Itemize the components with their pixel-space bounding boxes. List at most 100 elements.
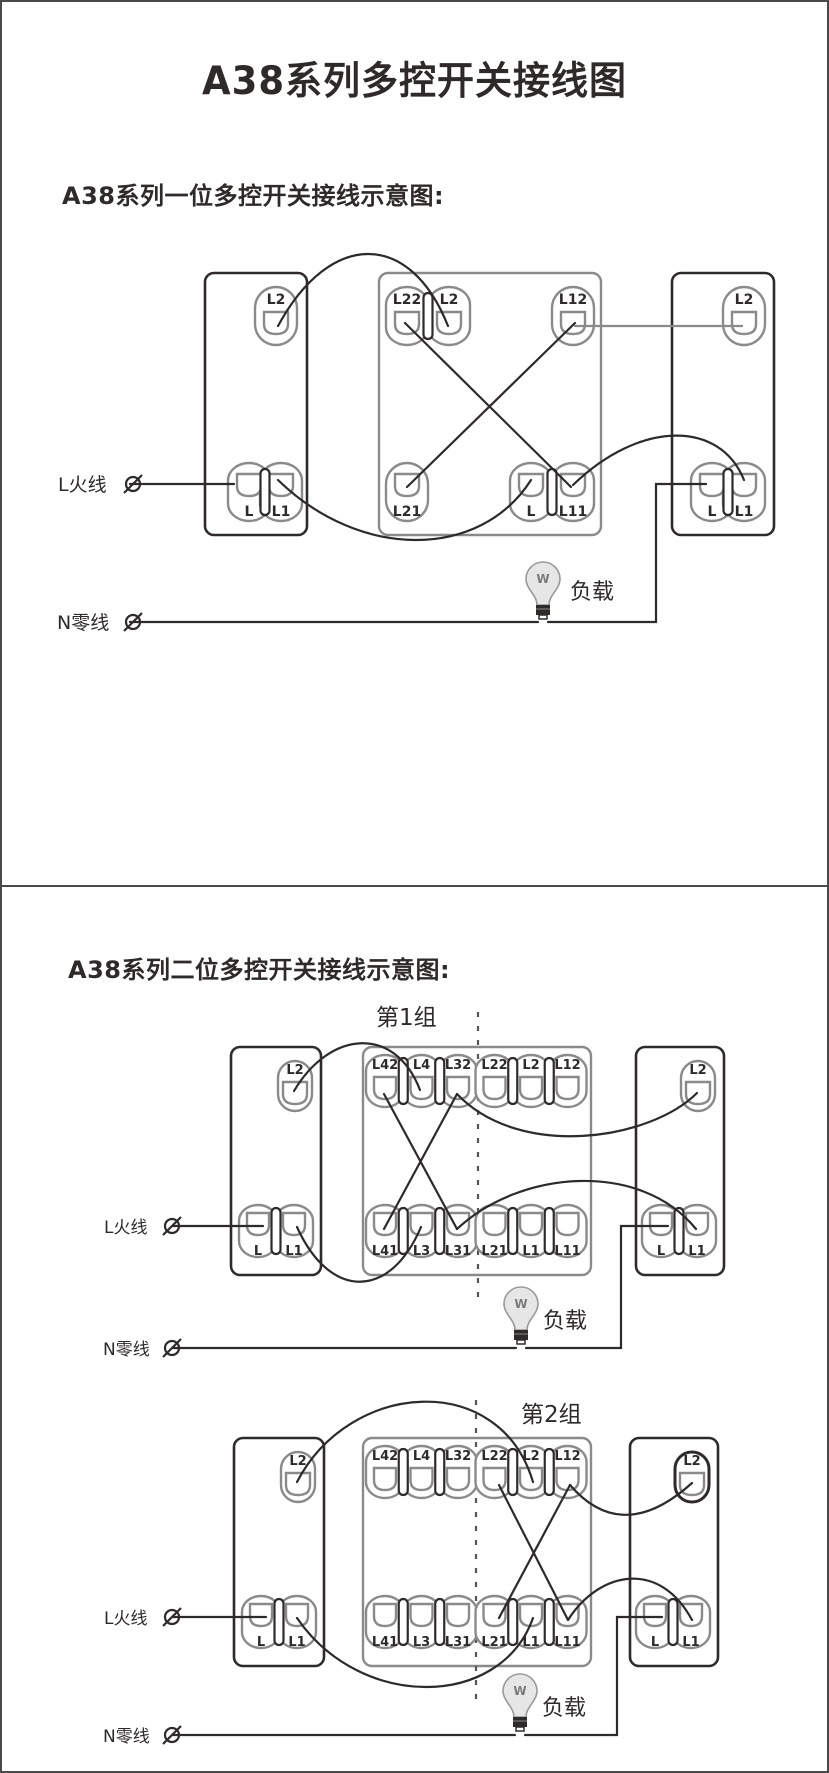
bulb-base xyxy=(536,605,550,615)
terminal-symbol-icon xyxy=(163,1217,181,1235)
wire xyxy=(382,1092,459,1231)
light-bulb-icon: W xyxy=(525,561,561,620)
terminal-label: L41 xyxy=(372,1244,398,1259)
bridge-bar xyxy=(397,1597,409,1647)
section-2-subtitle: A38系列二位多控开关接线示意图: xyxy=(68,956,451,984)
terminal-screw-icon xyxy=(445,1075,471,1101)
terminal-screw-icon xyxy=(555,1466,580,1492)
bridge-bar xyxy=(397,1447,409,1497)
terminal-screw-icon xyxy=(518,1075,544,1101)
wire xyxy=(497,1483,572,1620)
right-switch-box xyxy=(634,1045,726,1277)
terminal-label: L22 xyxy=(481,1449,507,1464)
bridge-bar xyxy=(397,1056,409,1106)
terminal-label: L32 xyxy=(445,1449,471,1464)
wire xyxy=(276,478,533,541)
terminal-label: L21 xyxy=(481,1635,507,1650)
terminal-label: L xyxy=(708,504,717,520)
terminal-slash xyxy=(162,1216,182,1236)
terminal-label: L11 xyxy=(554,1635,580,1650)
terminal-screw-icon xyxy=(555,1602,580,1628)
wire xyxy=(403,321,573,489)
right-switch-box xyxy=(628,1436,720,1668)
light-bulb-icon: W xyxy=(503,1286,539,1345)
group-label: 第2组 xyxy=(521,1402,582,1428)
terminal-screw-icon xyxy=(245,1211,271,1237)
terminal-screw-icon xyxy=(372,1075,398,1101)
bridge-bar xyxy=(543,1056,555,1106)
terminal-label: L11 xyxy=(559,504,587,520)
bridge-bar xyxy=(434,1056,446,1106)
terminal-label: L1 xyxy=(522,1244,539,1259)
terminal-screw-icon xyxy=(409,1466,434,1492)
section-1-subtitle: A38系列一位多控开关接线示意图: xyxy=(62,182,445,210)
bulb-glass xyxy=(525,561,561,606)
middle-switch-box xyxy=(377,271,603,537)
bridge-bar xyxy=(397,1206,409,1256)
left-switch-box xyxy=(203,271,309,537)
load-label: 负载 xyxy=(570,580,614,605)
bridge-bar xyxy=(546,467,558,517)
terminal-screw-icon xyxy=(281,1211,307,1237)
right-switch-box xyxy=(670,271,776,537)
terminal-slash xyxy=(162,1607,182,1627)
terminal-screw-icon xyxy=(409,1075,434,1101)
terminal-label: L1 xyxy=(272,504,291,520)
page-title: A38系列多控开关接线图 xyxy=(201,58,628,104)
bridge-bar xyxy=(507,1056,519,1106)
terminal-screw-icon xyxy=(482,1602,507,1628)
bridge-bar xyxy=(434,1597,446,1647)
left-switch-box xyxy=(229,1045,323,1277)
terminal-screw-icon xyxy=(409,1602,434,1628)
terminal-label: L21 xyxy=(481,1244,507,1259)
wire xyxy=(295,1400,535,1484)
terminal-screw-icon xyxy=(393,472,421,498)
bridge-bar xyxy=(507,1597,519,1647)
live-wire-label: L火线 xyxy=(58,474,107,496)
bridge-bar xyxy=(434,1447,446,1497)
terminal-symbol-icon xyxy=(163,1339,181,1357)
terminal-label: L1 xyxy=(285,1244,302,1259)
bridge-bar xyxy=(543,1597,555,1647)
terminal-label: L41 xyxy=(372,1635,398,1650)
terminal-label: L xyxy=(254,1244,262,1259)
terminal-screw-icon xyxy=(372,1211,398,1237)
terminal-label: L42 xyxy=(372,1058,398,1073)
top-panel-frame xyxy=(0,0,829,888)
bulb-base xyxy=(513,1717,527,1727)
bridge-bar xyxy=(673,1206,685,1256)
terminal-label: L31 xyxy=(445,1635,471,1650)
bulb-glass xyxy=(503,1286,539,1331)
middle-switch-box xyxy=(361,1045,593,1277)
wire xyxy=(405,321,577,489)
light-bulb-icon: W xyxy=(502,1673,538,1732)
terminal-screw-icon xyxy=(284,1471,312,1497)
terminal-label: L3 xyxy=(413,1244,430,1259)
terminal-label: L1 xyxy=(522,1635,539,1650)
terminal-label: L2 xyxy=(522,1449,539,1464)
terminal-label: L2 xyxy=(735,292,754,308)
terminal-label: L4 xyxy=(413,1058,430,1073)
terminal-label: L2 xyxy=(267,292,286,308)
neutral-wire-label: N零线 xyxy=(57,612,109,634)
terminal-label: L42 xyxy=(372,1449,398,1464)
terminal-label: L2 xyxy=(440,292,459,308)
terminal-screw-icon xyxy=(235,472,263,498)
wire xyxy=(568,1481,694,1516)
terminal-label: L xyxy=(527,504,536,520)
wire xyxy=(546,482,708,624)
terminal-screw-icon xyxy=(559,310,587,336)
wire xyxy=(295,1225,423,1283)
load-label: 负载 xyxy=(542,1696,586,1721)
terminal-label: L2 xyxy=(683,1454,700,1469)
terminal-screw-icon xyxy=(409,1211,434,1237)
live-wire-label: L火线 xyxy=(104,1218,147,1238)
terminal-label: L22 xyxy=(393,292,421,308)
terminal-screw-icon xyxy=(517,472,545,498)
terminal-label: L22 xyxy=(481,1058,507,1073)
left-switch-box xyxy=(232,1436,326,1668)
terminal-screw-icon xyxy=(435,310,463,336)
